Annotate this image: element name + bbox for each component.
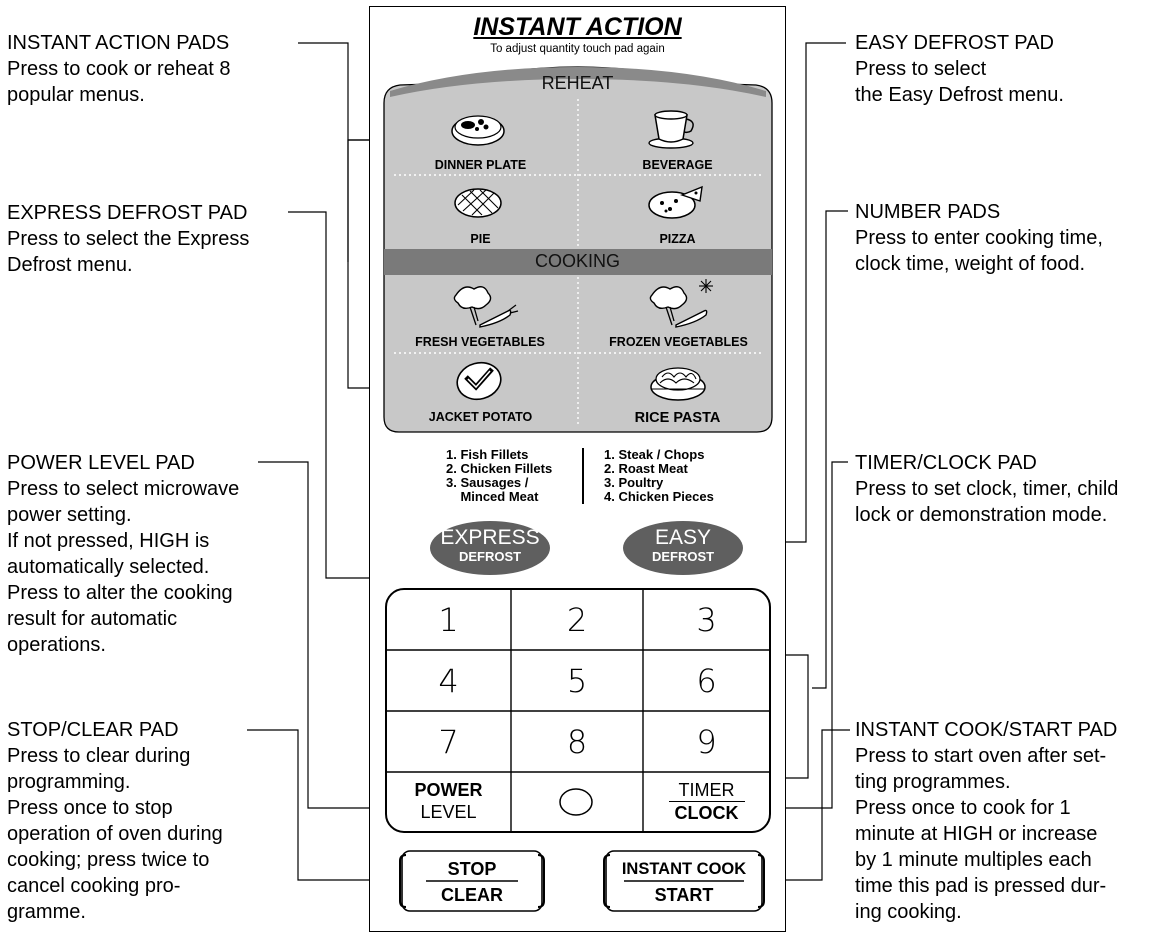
key-5[interactable]: 5 (566, 661, 588, 700)
key-1[interactable]: 1 (438, 600, 459, 639)
leader-power-level (258, 461, 378, 809)
defrost-menu-divider (582, 448, 584, 504)
easy-defrost-line1: EASY (654, 526, 712, 549)
rice-pasta-icon (650, 367, 706, 401)
bottom-buttons (399, 850, 765, 912)
leader-number-pads (812, 210, 848, 689)
express-defrost-button[interactable]: EXPRESS DEFROST (430, 521, 550, 575)
frozen-vegetables-icon (649, 279, 713, 328)
express-defrost-line1: EXPRESS (440, 526, 540, 549)
key-6[interactable]: 6 (696, 661, 717, 700)
fresh-vegetables-icon (453, 286, 519, 328)
callout-easy-defrost-pad: EASY DEFROST PAD Press to select the Eas… (855, 30, 1162, 108)
panel-subtitle: To adjust quantity touch pad again (490, 43, 665, 55)
key-9[interactable]: 9 (696, 722, 717, 761)
easy-defrost-line2: DEFROST (651, 549, 715, 564)
pizza-pad[interactable]: PIZZA (659, 232, 696, 246)
callout-desc: Press to set clock, timer, child lock or… (855, 478, 1119, 526)
callout-number-pads: NUMBER PADS Press to enter cooking time,… (855, 199, 1162, 277)
beverage-pad[interactable]: BEVERAGE (642, 158, 713, 172)
frozen-vegetables-pad[interactable]: FROZEN VEGETABLES (609, 335, 748, 349)
callout-instant-cook-start-pad: INSTANT COOK/START PAD Press to start ov… (855, 717, 1155, 925)
timer-clock-button[interactable]: TIMER CLOCK (643, 779, 770, 824)
callout-title: INSTANT COOK/START PAD (855, 719, 1118, 741)
power-level-button[interactable]: POWER LEVEL (386, 779, 511, 823)
instant-cook-line2: START (654, 885, 714, 905)
jacket-potato-icon (456, 361, 502, 401)
key-2[interactable]: 2 (566, 600, 588, 639)
stop-clear-line2: CLEAR (441, 885, 503, 905)
timer-clock-line1: TIMER (668, 779, 745, 802)
callout-desc: Press to select microwave power setting.… (7, 478, 240, 656)
callout-title: EXPRESS DEFROST PAD (7, 202, 248, 224)
callout-power-level-pad: POWER LEVEL PAD Press to select microwav… (7, 450, 239, 658)
jacket-potato-pad[interactable]: JACKET POTATO (428, 410, 533, 424)
number-keypad (385, 588, 771, 833)
easy-defrost-button[interactable]: EASY DEFROST (623, 521, 743, 575)
power-level-line1: POWER (414, 780, 483, 800)
pie-pad[interactable]: PIE (470, 232, 491, 246)
callout-instant-action-pads: INSTANT ACTION PADS Press to cook or reh… (7, 30, 230, 108)
instant-cook-start-button[interactable]: INSTANT COOK START (606, 856, 762, 909)
rice-pasta-pad[interactable]: RICE PASTA (634, 410, 721, 426)
timer-clock-line2: CLOCK (674, 803, 739, 823)
pie-icon (454, 188, 502, 218)
beverage-icon (648, 110, 694, 149)
key-3[interactable]: 3 (696, 600, 717, 639)
callout-title: POWER LEVEL PAD (7, 452, 195, 474)
instant-cook-line1: INSTANT COOK (621, 860, 747, 878)
callout-desc: Press to cook or reheat 8 popular menus. (7, 58, 231, 106)
callout-desc: Press to start oven after set- ting prog… (855, 745, 1107, 923)
callout-stop-clear-pad: STOP/CLEAR PAD Press to clear during pro… (7, 717, 223, 925)
easy-defrost-menu: 1. Steak / Chops 2. Roast Meat 3. Poultr… (604, 447, 714, 504)
key-8[interactable]: 8 (566, 722, 588, 761)
stop-clear-line1: STOP (447, 859, 497, 879)
callout-title: NUMBER PADS (855, 201, 1001, 223)
callout-desc: Press to select the Express Defrost menu… (7, 228, 250, 276)
callout-desc: Press to clear during programming. Press… (7, 745, 223, 923)
callout-title: EASY DEFROST PAD (855, 32, 1054, 54)
express-defrost-line2: DEFROST (458, 549, 522, 564)
callout-title: STOP/CLEAR PAD (7, 719, 179, 741)
callout-title: TIMER/CLOCK PAD (855, 452, 1037, 474)
callout-express-defrost-pad: EXPRESS DEFROST PAD Press to select the … (7, 200, 249, 278)
reheat-band-label: REHEAT (541, 73, 614, 93)
callout-desc: Press to enter cooking time, clock time,… (855, 227, 1103, 275)
stop-clear-button[interactable]: STOP CLEAR (402, 856, 542, 908)
callout-title: INSTANT ACTION PADS (7, 32, 230, 54)
instant-action-pads[interactable] (370, 7, 787, 447)
leader-instant-action (298, 42, 378, 262)
key-7[interactable]: 7 (438, 722, 459, 761)
key-0[interactable] (511, 772, 643, 833)
dinner-plate-icon (451, 115, 505, 146)
callout-timer-clock-pad: TIMER/CLOCK PAD Press to set clock, time… (855, 450, 1162, 528)
fresh-vegetables-pad[interactable]: FRESH VEGETABLES (415, 335, 545, 349)
control-panel: INSTANT ACTION To adjust quantity touch … (369, 6, 786, 932)
callout-desc: Press to select the Easy Defrost menu. (855, 58, 1064, 106)
power-level-line2: LEVEL (420, 802, 477, 822)
pizza-icon (648, 185, 703, 219)
key-4[interactable]: 4 (438, 661, 459, 700)
cooking-band-label: COOKING (534, 251, 620, 271)
express-defrost-menu: 1. Fish Fillets 2. Chicken Fillets 3. Sa… (446, 447, 553, 504)
dinner-plate-pad[interactable]: DINNER PLATE (434, 158, 527, 172)
panel-title: INSTANT ACTION (473, 13, 682, 41)
